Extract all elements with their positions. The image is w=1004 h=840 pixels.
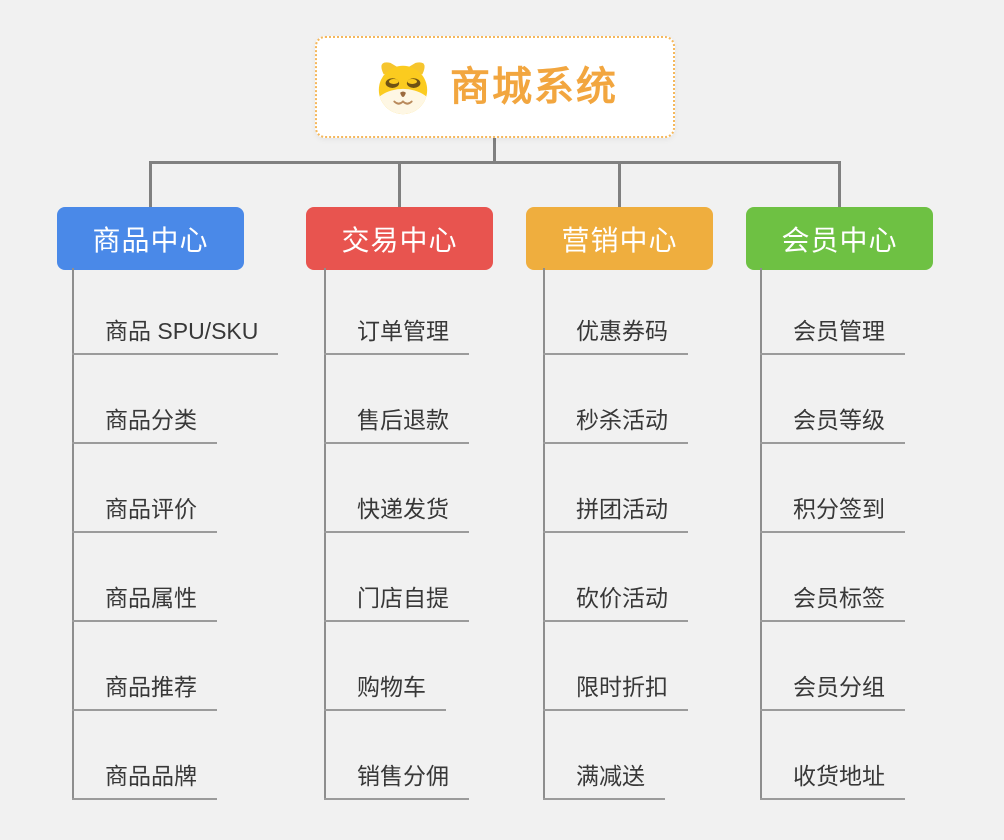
connector-root-stub <box>493 138 496 164</box>
leaf-item[interactable]: 优惠券码 <box>543 315 688 355</box>
leaf-item[interactable]: 会员等级 <box>760 404 905 444</box>
leaf-item[interactable]: 订单管理 <box>324 315 469 355</box>
leaf-item[interactable]: 限时折扣 <box>543 671 688 711</box>
leaf-item[interactable]: 门店自提 <box>324 582 469 622</box>
leaf-item[interactable]: 快递发货 <box>324 493 469 533</box>
leaf-item[interactable]: 会员分组 <box>760 671 905 711</box>
connector-drop-trade <box>398 161 401 208</box>
branch-node-trade[interactable]: 交易中心 <box>306 207 493 270</box>
leaf-item[interactable]: 收货地址 <box>760 760 905 800</box>
leaf-item[interactable]: 商品品牌 <box>72 760 217 800</box>
leaf-item[interactable]: 满减送 <box>543 760 665 800</box>
root-node[interactable]: 商城系统 <box>315 36 675 138</box>
connector-drop-product <box>149 161 152 208</box>
branch-node-marketing[interactable]: 营销中心 <box>526 207 713 270</box>
leaf-item[interactable]: 购物车 <box>324 671 446 711</box>
connector-horizontal-bus <box>149 161 841 164</box>
root-title: 商城系统 <box>450 65 618 109</box>
leaf-item[interactable]: 会员标签 <box>760 582 905 622</box>
leaf-item[interactable]: 会员管理 <box>760 315 905 355</box>
leaf-item[interactable]: 积分签到 <box>760 493 905 533</box>
leaf-column-trade: 订单管理 售后退款 快递发货 门店自提 购物车 销售分佣 <box>324 268 584 808</box>
leaf-item[interactable]: 秒杀活动 <box>543 404 688 444</box>
branch-node-product[interactable]: 商品中心 <box>57 207 244 270</box>
leaf-item[interactable]: 销售分佣 <box>324 760 469 800</box>
leaf-item[interactable]: 商品分类 <box>72 404 217 444</box>
leaf-item[interactable]: 售后退款 <box>324 404 469 444</box>
leaf-item[interactable]: 商品 SPU/SKU <box>72 315 279 355</box>
connector-drop-member <box>838 161 841 208</box>
leaf-item[interactable]: 砍价活动 <box>543 582 688 622</box>
leaf-column-member: 会员管理 会员等级 积分签到 会员标签 会员分组 收货地址 <box>760 268 1004 808</box>
leaf-item[interactable]: 拼团活动 <box>543 493 688 533</box>
branch-node-member[interactable]: 会员中心 <box>746 207 933 270</box>
leaf-column-marketing: 优惠券码 秒杀活动 拼团活动 砍价活动 限时折扣 满减送 <box>543 268 803 808</box>
connector-drop-marketing <box>618 161 621 208</box>
leaf-item[interactable]: 商品属性 <box>72 582 217 622</box>
leaf-item[interactable]: 商品推荐 <box>72 671 217 711</box>
doge-icon <box>378 62 428 115</box>
leaf-item[interactable]: 商品评价 <box>72 493 217 533</box>
leaf-column-product: 商品 SPU/SKU 商品分类 商品评价 商品属性 商品推荐 商品品牌 <box>72 268 332 808</box>
